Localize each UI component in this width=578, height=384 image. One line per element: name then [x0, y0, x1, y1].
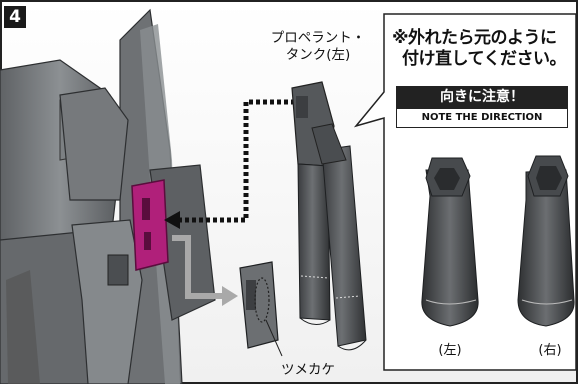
step-number-badge: 4	[4, 6, 26, 28]
hook-part-label: ツメカケ	[281, 362, 335, 378]
clip-detail	[239, 261, 283, 357]
propellant-tank-label-line2: タンク(左)	[285, 47, 351, 63]
callout-instruction-line2: 付け直してください。	[402, 49, 566, 69]
detail-arrow	[172, 235, 226, 299]
callout-instruction: ※外れたら元のように 付け直してください。	[392, 28, 578, 70]
propellant-tank	[291, 81, 367, 351]
propellant-tank-label: プロペラント・ タンク(左)	[258, 30, 378, 64]
callout-instruction-line1: ※外れたら元のように	[392, 28, 557, 48]
attach-arrow-head	[164, 211, 180, 229]
attach-arrow-dashed	[176, 99, 295, 223]
left-side-label: (左)	[438, 343, 462, 358]
direction-caution-heading: 向きに注意！	[396, 86, 568, 108]
hook-highlight-circle	[254, 277, 270, 323]
direction-caution-english: NOTE THE DIRECTION	[396, 108, 568, 128]
tank-mount-highlight	[131, 179, 169, 271]
hook-leader-line	[265, 319, 283, 357]
propellant-tank-label-line1: プロペラント・	[270, 30, 366, 46]
mecha-model: 018	[0, 8, 216, 384]
tank-end-left	[421, 157, 479, 327]
right-side-label: (右)	[538, 343, 562, 358]
tank-end-right	[517, 155, 575, 327]
